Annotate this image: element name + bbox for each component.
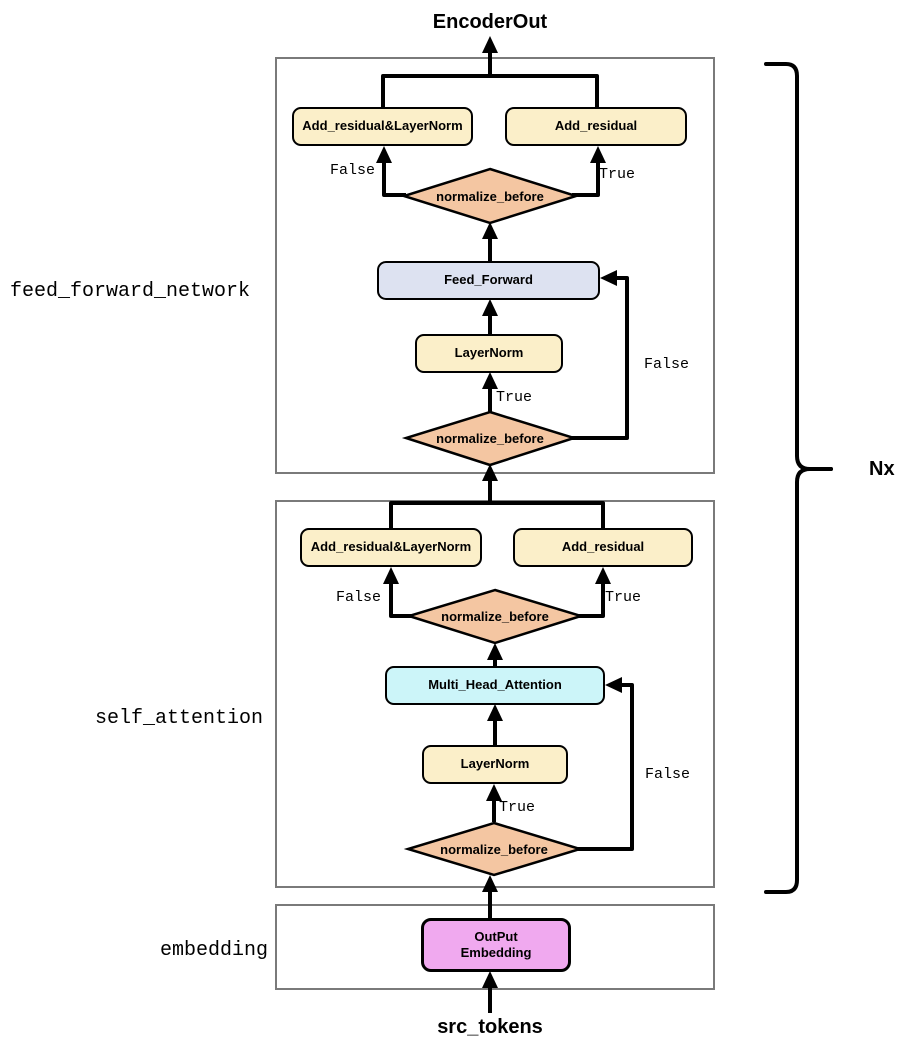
ffn-feed-forward-text: Feed_Forward bbox=[444, 272, 533, 288]
attn-layernorm-node: LayerNorm bbox=[422, 745, 568, 784]
ffn-add-residual-text: Add_residual bbox=[554, 118, 638, 134]
attn-normalize-before-top-text: normalize_before bbox=[441, 609, 549, 624]
nx-bracket-top-half bbox=[764, 62, 833, 471]
attn-add-residual-node: Add_residual bbox=[513, 528, 693, 567]
ffn-add-residual-layernorm-text: Add_residual&LayerNorm bbox=[302, 118, 463, 134]
ffn-add-residual-layernorm-node: Add_residual&LayerNorm bbox=[292, 107, 473, 146]
nx-bracket bbox=[764, 62, 833, 894]
ffn-branch-true-label: True bbox=[599, 166, 636, 183]
nx-repeat-label: Nx bbox=[869, 458, 895, 480]
attn-branch-true-label: True bbox=[605, 589, 642, 606]
attn-pre-true-label: True bbox=[499, 799, 536, 816]
ffn-feed-forward-node: Feed_Forward bbox=[377, 261, 600, 300]
encoder-out-label: EncoderOut bbox=[432, 11, 548, 33]
src-tokens-label: src_tokens bbox=[437, 1016, 543, 1038]
attn-add-residual-text: Add_residual bbox=[561, 539, 645, 555]
attn-add-residual-layernorm-node: Add_residual&LayerNorm bbox=[300, 528, 482, 567]
attn-loop-false-label: False bbox=[645, 766, 691, 783]
ffn-pre-true-label: True bbox=[496, 389, 533, 406]
feed-forward-network-section-label: feed_forward_network bbox=[10, 280, 251, 303]
attn-normalize-before-bottom-text: normalize_before bbox=[440, 842, 548, 857]
output-embedding-text-line2: Embedding bbox=[460, 945, 532, 960]
attn-branch-false-label: False bbox=[336, 589, 382, 606]
attn-layernorm-text: LayerNorm bbox=[460, 756, 530, 772]
ffn-loop-false-label: False bbox=[644, 356, 690, 373]
encoder-out-arrowhead bbox=[482, 36, 498, 53]
output-embedding-node: OutPut Embedding bbox=[421, 918, 571, 972]
embedding-section bbox=[275, 904, 715, 990]
attn-multi-head-attention-node: Multi_Head_Attention bbox=[385, 666, 605, 705]
ffn-layernorm-text: LayerNorm bbox=[454, 345, 524, 361]
attn-multi-head-attention-text: Multi_Head_Attention bbox=[428, 677, 562, 693]
nx-bracket-bottom-half bbox=[764, 467, 833, 894]
attn-add-residual-layernorm-text: Add_residual&LayerNorm bbox=[310, 539, 472, 555]
ffn-normalize-before-top-text: normalize_before bbox=[436, 189, 544, 204]
ffn-branch-false-label: False bbox=[330, 162, 376, 179]
embedding-section-label: embedding bbox=[160, 939, 269, 962]
self-attention-section-label: self_attention bbox=[95, 707, 264, 730]
output-embedding-text-line1: OutPut bbox=[474, 928, 518, 944]
ffn-layernorm-node: LayerNorm bbox=[415, 334, 563, 373]
ffn-normalize-before-bottom-text: normalize_before bbox=[436, 431, 544, 446]
ffn-add-residual-node: Add_residual bbox=[505, 107, 687, 146]
